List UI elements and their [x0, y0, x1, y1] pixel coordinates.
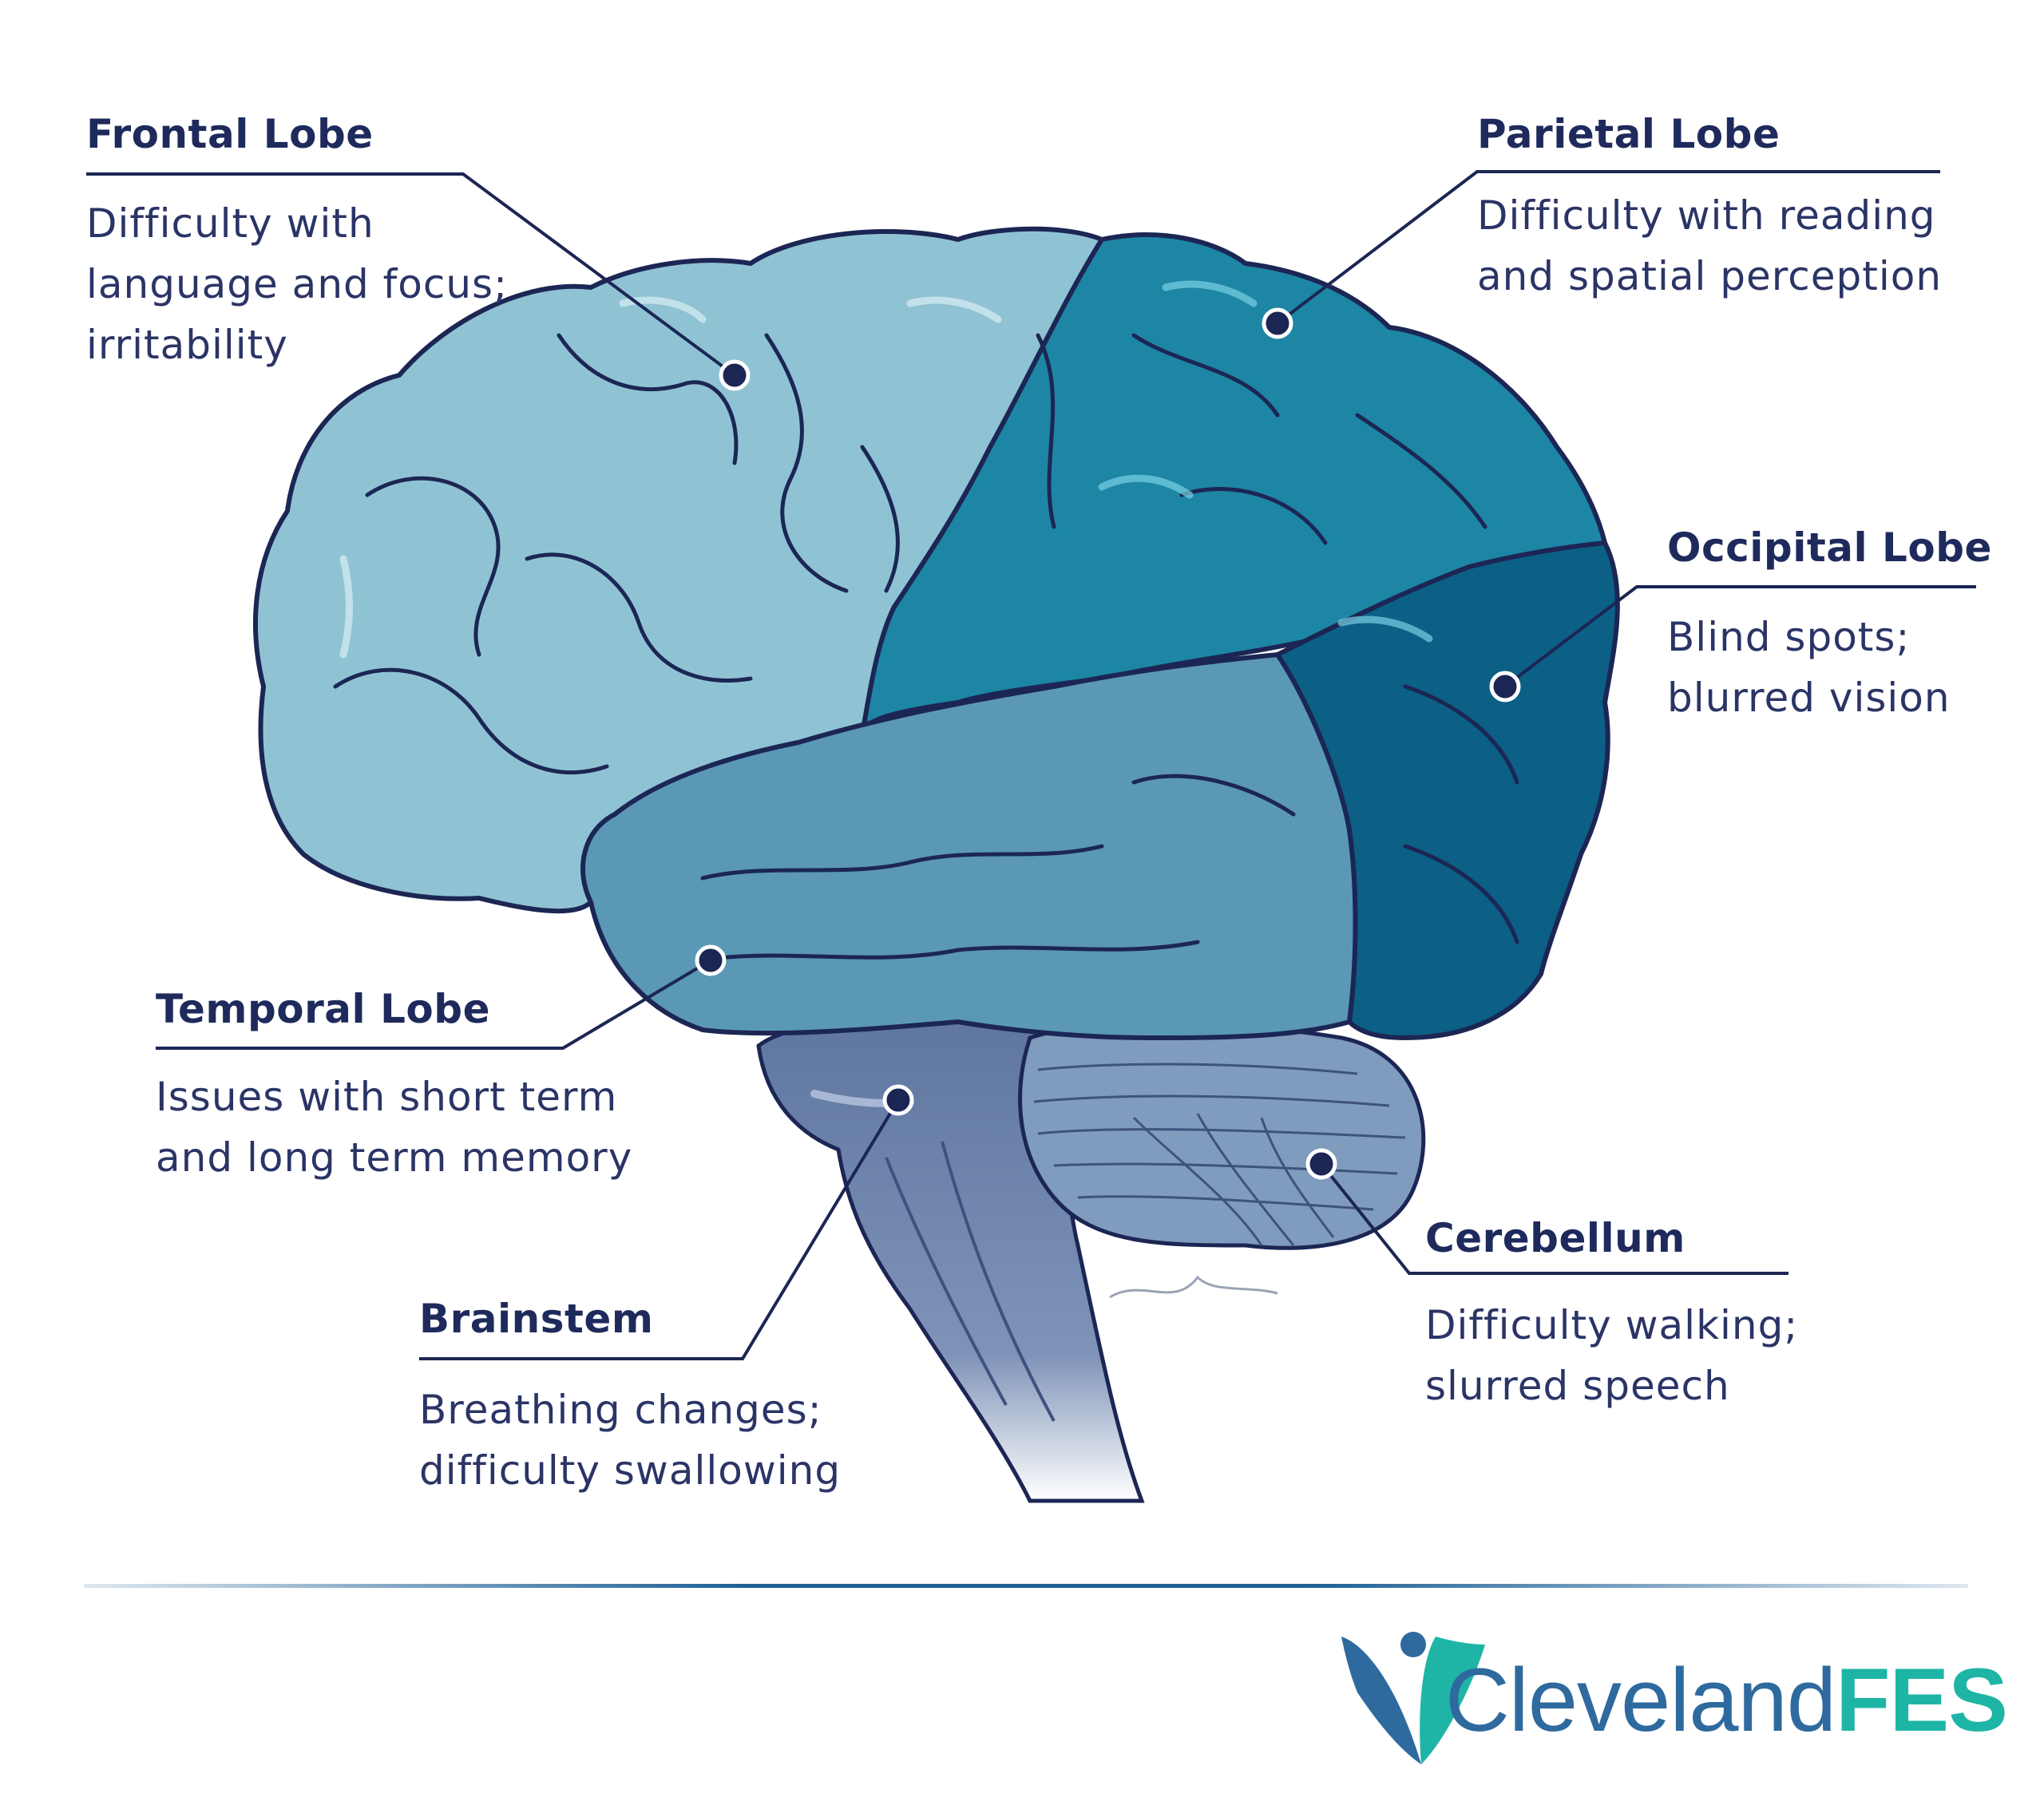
temporal-marker: [695, 944, 727, 976]
temporal-leader: [156, 959, 712, 1050]
frontal-desc-line-2: language and focus;: [86, 261, 508, 307]
occipital-lobe-title: Occipital Lobe: [1667, 524, 1992, 571]
parietal-desc-line-1: Difficulty with reading: [1477, 192, 1936, 239]
parietal-lobe-title: Parietal Lobe: [1477, 111, 1781, 157]
cerebellum-desc-line-1: Difficulty walking;: [1425, 1302, 1799, 1348]
logo-v-right: [1420, 1637, 1485, 1764]
footer-divider: [84, 1584, 1968, 1588]
logo-person-head: [1400, 1632, 1426, 1657]
cerebellum-title: Cerebellum: [1425, 1215, 1686, 1261]
brainstem-marker: [882, 1084, 914, 1116]
logo-word-cleveland: Cleveland: [1445, 1650, 1836, 1750]
cerebellum-description: Difficulty walking; slurred speech: [1425, 1295, 1798, 1416]
brainstem-description: Breathing changes; difficulty swallowing: [419, 1379, 841, 1501]
parietal-marker: [1262, 307, 1293, 339]
cerebellum-marker: [1305, 1148, 1337, 1180]
brainstem-leader: [419, 1098, 900, 1360]
brainstem-desc-line-2: difficulty swallowing: [419, 1447, 842, 1494]
frontal-lobe-label: Frontal Lobe: [86, 110, 374, 158]
clevelandfes-wordmark: ClevelandFES: [1445, 1645, 2008, 1756]
parietal-desc-line-2: and spatial perception: [1477, 253, 1943, 299]
temporal-desc-line-2: and long term memory: [156, 1134, 633, 1181]
frontal-desc-line-3: irritability: [86, 322, 288, 368]
temporal-lobe-region: [580, 651, 1358, 1041]
temporal-lobe-title: Temporal Lobe: [156, 986, 490, 1032]
brainstem-label: Brainstem: [419, 1295, 653, 1343]
brainstem-title: Brainstem: [419, 1296, 654, 1342]
parietal-lobe-description: Difficulty with reading and spatial perc…: [1477, 185, 1942, 307]
cerebellum-leader: [1320, 1162, 1788, 1275]
frontal-lobe-title: Frontal Lobe: [86, 111, 374, 157]
temporal-lobe-description: Issues with short term and long term mem…: [156, 1067, 632, 1188]
cerebellum-label: Cerebellum: [1425, 1214, 1686, 1262]
cerebellum-desc-line-2: slurred speech: [1425, 1363, 1730, 1409]
occipital-lobe-description: Blind spots; blurred vision: [1667, 607, 1951, 728]
frontal-desc-line-1: Difficulty with: [86, 200, 374, 247]
frontal-marker: [719, 359, 751, 391]
brainstem-desc-line-1: Breathing changes;: [419, 1387, 822, 1433]
temporal-desc-line-1: Issues with short term: [156, 1074, 618, 1120]
artist-signature: [1109, 1275, 1278, 1299]
logo-v-left: [1341, 1637, 1421, 1764]
logo-word-fes: FES: [1836, 1650, 2008, 1750]
occipital-desc-line-1: Blind spots;: [1667, 614, 1911, 660]
occipital-leader: [1503, 585, 1976, 688]
parietal-leader: [1276, 170, 1940, 325]
frontal-lobe-description: Difficulty with language and focus; irri…: [86, 193, 508, 375]
frontal-leader: [86, 172, 736, 377]
occipital-lobe-label: Occipital Lobe: [1667, 524, 1992, 572]
occipital-marker: [1489, 671, 1521, 703]
temporal-lobe-label: Temporal Lobe: [156, 985, 490, 1033]
clevelandfes-logo-mark: [1341, 1632, 1485, 1764]
occipital-desc-line-2: blurred vision: [1667, 675, 1951, 721]
parietal-lobe-label: Parietal Lobe: [1477, 110, 1780, 158]
